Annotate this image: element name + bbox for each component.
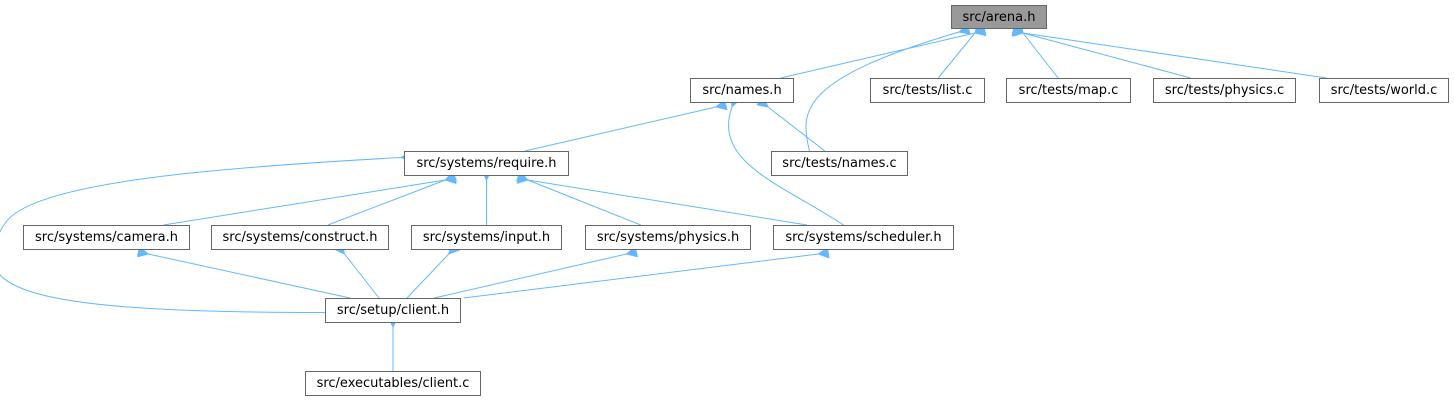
edge-tests-names-c-to-names-h	[768, 107, 826, 152]
node-label: src/tests/map.c	[1018, 83, 1119, 98]
node-label: src/names.h	[702, 83, 782, 98]
node-tests-map-c[interactable]: src/tests/map.c	[1006, 78, 1131, 103]
node-names-h[interactable]: src/names.h	[690, 78, 794, 103]
node-label: src/systems/camera.h	[35, 230, 178, 245]
node-label: src/tests/names.c	[782, 156, 897, 171]
node-systems-scheduler-h[interactable]: src/systems/scheduler.h	[773, 225, 954, 250]
node-systems-construct-h[interactable]: src/systems/construct.h	[211, 225, 389, 250]
edge-setup-client-h-to-systems-input-h	[406, 254, 449, 299]
node-arena-h: src/arena.h	[951, 5, 1047, 29]
node-tests-world-c[interactable]: src/tests/world.c	[1319, 78, 1449, 103]
edge-setup-client-h-to-systems-construct-h	[345, 254, 380, 299]
node-systems-camera-h[interactable]: src/systems/camera.h	[23, 225, 190, 250]
edge-systems-construct-h-to-systems-require-h	[327, 180, 445, 226]
node-label: src/systems/scheduler.h	[785, 230, 942, 245]
node-label: src/tests/world.c	[1330, 83, 1438, 98]
node-systems-physics-h[interactable]: src/systems/physics.h	[585, 225, 751, 250]
node-label: src/executables/client.c	[316, 376, 470, 391]
edge-setup-client-h-to-systems-require-h	[0, 158, 401, 313]
edge-tests-world-c-to-arena-h	[1023, 33, 1327, 79]
edge-setup-client-h-to-systems-camera-h	[148, 254, 351, 299]
edge-names-h-to-arena-h	[780, 33, 975, 79]
edge-setup-client-h-to-systems-physics-h	[434, 254, 626, 299]
edge-systems-scheduler-h-to-names-h	[728, 107, 844, 226]
node-label: src/tests/physics.c	[1164, 83, 1285, 98]
node-executables-client-c[interactable]: src/executables/client.c	[305, 371, 481, 396]
edge-systems-require-h-to-names-h	[524, 107, 716, 152]
node-setup-client-h[interactable]: src/setup/client.h	[325, 298, 461, 323]
edge-systems-scheduler-h-to-systems-require-h	[528, 180, 808, 226]
node-label: src/systems/input.h	[422, 230, 551, 245]
node-label: src/tests/list.c	[882, 83, 973, 98]
node-label: src/setup/client.h	[336, 303, 450, 318]
node-label: src/systems/construct.h	[222, 230, 378, 245]
edge-systems-physics-h-to-systems-require-h	[528, 180, 641, 226]
edge-tests-physics-c-to-arena-h	[1023, 33, 1191, 79]
node-tests-names-c[interactable]: src/tests/names.c	[771, 151, 908, 176]
node-label: src/arena.h	[962, 9, 1036, 25]
edge-setup-client-h-to-systems-scheduler-h	[463, 254, 819, 299]
node-tests-list-c[interactable]: src/tests/list.c	[870, 78, 985, 103]
node-tests-physics-c[interactable]: src/tests/physics.c	[1153, 78, 1296, 103]
edge-tests-list-c-to-arena-h	[937, 33, 975, 79]
node-label: src/systems/require.h	[416, 156, 557, 171]
node-systems-input-h[interactable]: src/systems/input.h	[411, 225, 562, 250]
edge-systems-camera-h-to-systems-require-h	[163, 180, 446, 226]
node-label: src/systems/physics.h	[596, 230, 740, 245]
edge-tests-map-c-to-arena-h	[1023, 33, 1059, 79]
node-systems-require-h[interactable]: src/systems/require.h	[404, 151, 569, 176]
